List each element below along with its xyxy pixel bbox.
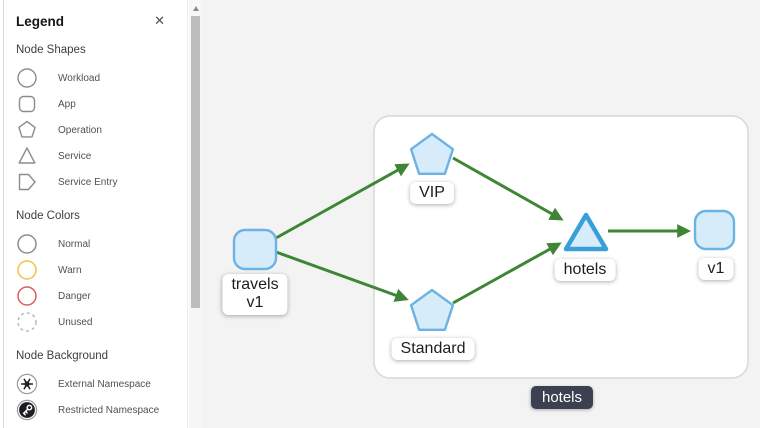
edge-travels-to-standard[interactable] [275,250,409,302]
node-label-standard[interactable]: Standard [391,338,475,361]
node-label-line: v1 [246,294,264,312]
section-heading-edges: Edges [4,423,187,428]
legend-item-unused: Unused [4,309,187,335]
node-vip[interactable] [409,132,455,176]
node-label-hotels[interactable]: hotels [554,259,616,282]
edge-travels-to-vip[interactable] [275,163,410,240]
service-triangle-icon [16,145,40,167]
unused-circle-icon [16,311,40,333]
legend-item-workload: Workload [4,65,187,91]
legend-item-label: Service Entry [58,176,118,188]
node-standard[interactable] [409,288,455,331]
node-travels-v1[interactable] [232,228,278,271]
legend-item-service: Service [4,143,187,169]
namespace-badge-hotels[interactable]: hotels [530,386,594,409]
edge-standard-to-hotels[interactable] [452,242,562,305]
restricted-namespace-icon [16,399,40,421]
operation-pentagon-icon [16,119,40,141]
service-entry-icon [16,171,40,193]
node-v1[interactable] [693,209,736,251]
legend-item-label: Warn [58,264,82,276]
scrollbar-thumb[interactable] [191,16,200,308]
legend-item-label: Operation [58,124,102,136]
section-heading-node-colors: Node Colors [16,210,80,222]
legend-item-label: Danger [58,290,91,302]
legend-item-label: App [58,98,76,110]
legend-item-label: Unused [58,316,93,328]
legend-item-danger: Danger [4,283,187,309]
legend-item-normal: Normal [4,231,187,257]
section-heading-node-background: Node Background [16,350,109,362]
section-heading-node-shapes: Node Shapes [16,44,86,56]
node-label-vip[interactable]: VIP [410,182,454,205]
legend-item-label: Restricted Namespace [58,404,160,416]
close-icon[interactable]: ✕ [154,13,165,28]
node-hotels-service[interactable] [563,212,609,252]
legend-item-label: External Namespace [58,378,151,390]
scroll-up-icon [192,5,199,11]
node-label-line: travels [231,276,279,293]
legend-item-warn: Warn [4,257,187,283]
legend-header: Legend ✕ [4,0,187,29]
legend-item-operation: Operation [4,117,187,143]
legend-panel: Legend ✕ Node Shapes Workload App Operat… [3,0,188,428]
app-square-icon [16,93,40,115]
edge-vip-to-hotels[interactable] [452,156,564,221]
legend-item-restricted-namespace: Restricted Namespace [4,397,187,423]
legend-item-external-namespace: External Namespace [4,371,187,397]
workload-circle-icon [16,67,40,89]
legend-title: Legend [16,13,65,29]
node-label-travels-v1[interactable]: travels v1 [222,274,288,315]
warn-circle-icon [16,259,40,281]
danger-circle-icon [16,285,40,307]
legend-item-service-entry: Service Entry [4,169,187,195]
scroll-up-button[interactable] [189,2,202,14]
legend-item-app: App [4,91,187,117]
topology-svg [232,115,749,379]
node-label-v1[interactable]: v1 [698,258,734,281]
legend-item-label: Service [58,150,92,162]
external-namespace-icon [16,373,40,395]
legend-item-label: Normal [58,238,91,250]
legend-item-label: Workload [58,72,101,84]
legend-scrollbar[interactable] [189,0,202,428]
graph-canvas[interactable]: travels v1 VIP Standard hotels v1 hotels [200,0,760,428]
normal-circle-icon [16,233,40,255]
